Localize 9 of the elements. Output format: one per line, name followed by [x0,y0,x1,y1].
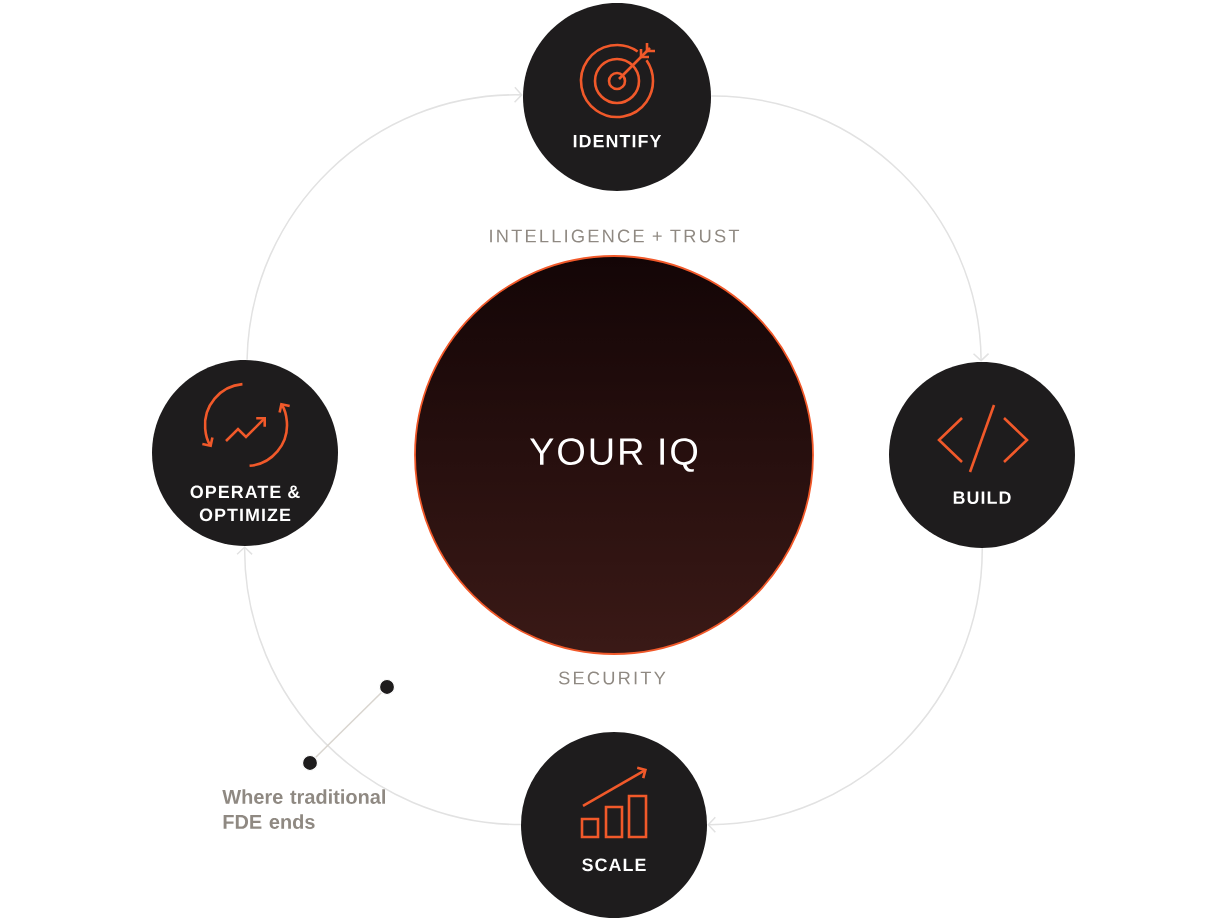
curved-arrow [236,546,522,826]
leader-line [315,691,382,759]
annotation-text: Where traditional FDE ends [222,789,385,829]
curved-arrow [710,95,990,362]
ring-label: SECURITY [558,671,666,685]
curved-arrow [707,547,983,833]
dot [378,678,396,696]
curved-arrow [246,86,523,361]
ring-label: INTELLIGENCE + TRUST [490,229,740,243]
